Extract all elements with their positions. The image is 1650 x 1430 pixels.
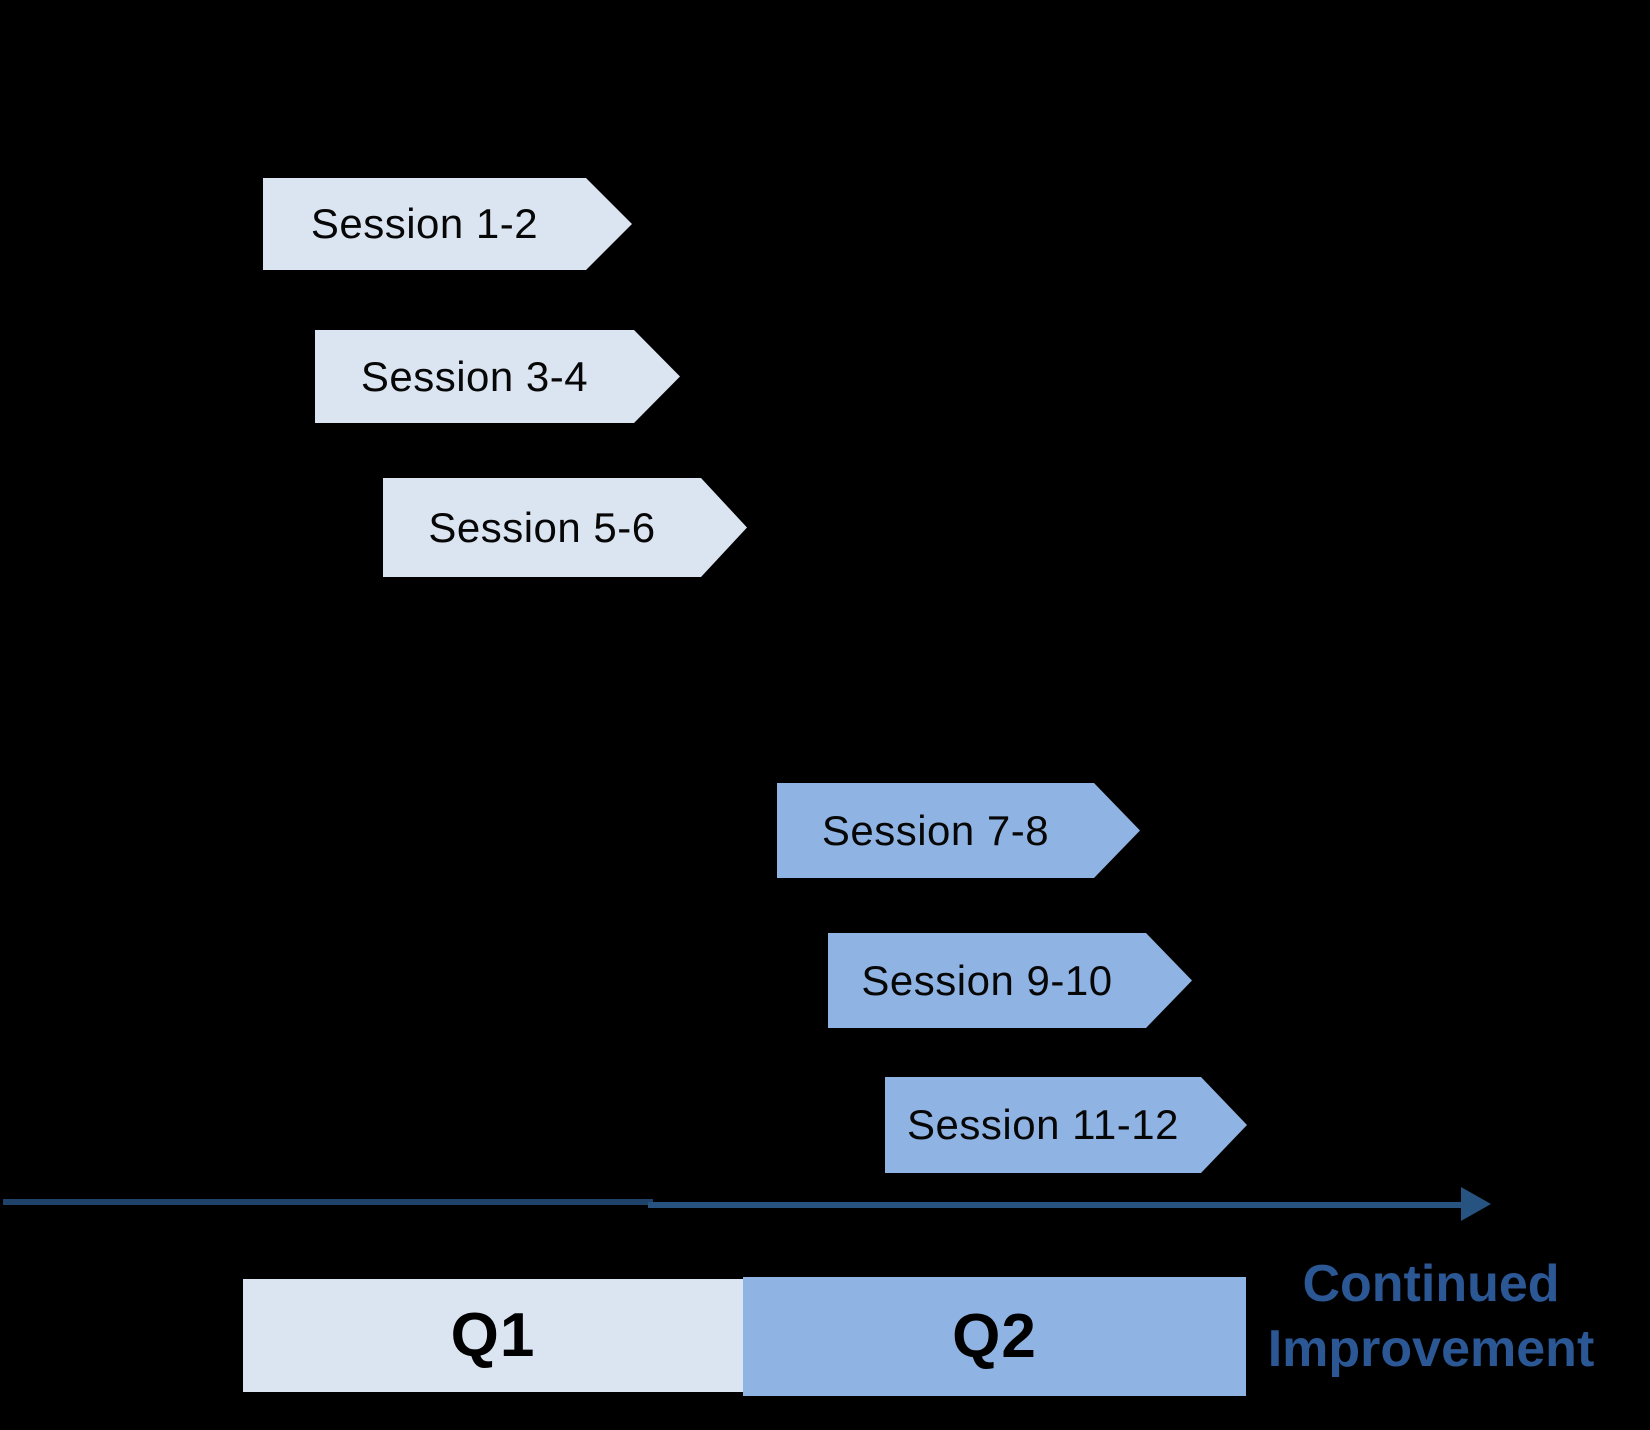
timeline-axis-left-segment xyxy=(3,1199,653,1205)
session-arrow-7-8-label: Session 7-8 xyxy=(821,806,1050,854)
session-arrow-5-6-label: Session 5-6 xyxy=(428,503,656,551)
session-arrow-9-10: Session 9-10 xyxy=(828,933,1192,1028)
quarter-bar-q2-label: Q2 xyxy=(952,1302,1037,1371)
continued-improvement-line2: Improvement xyxy=(1267,1320,1595,1378)
quarter-bar-q1-label: Q1 xyxy=(450,1301,536,1370)
quarter-bar-q1: Q1 xyxy=(243,1279,743,1392)
session-arrow-1-2-label: Session 1-2 xyxy=(310,200,539,247)
session-arrow-3-4: Session 3-4 xyxy=(315,330,680,423)
session-arrow-5-6: Session 5-6 xyxy=(383,478,747,577)
session-arrow-7-8: Session 7-8 xyxy=(777,783,1140,878)
session-arrow-11-12-label: Session 11-12 xyxy=(907,1101,1179,1148)
session-arrow-11-12: Session 11-12 xyxy=(885,1077,1247,1173)
timeline-axis-right-segment xyxy=(648,1202,1463,1208)
continued-improvement-line1: Continued xyxy=(1302,1255,1560,1313)
timeline-arrowhead-icon xyxy=(1461,1187,1491,1221)
quarter-bar-q2: Q2 xyxy=(743,1277,1246,1396)
session-arrow-1-2: Session 1-2 xyxy=(263,178,632,270)
session-arrow-3-4-label: Session 3-4 xyxy=(360,352,589,400)
session-arrow-9-10-label: Session 9-10 xyxy=(861,956,1113,1004)
continued-improvement-caption: Continued Improvement xyxy=(1245,1252,1617,1382)
